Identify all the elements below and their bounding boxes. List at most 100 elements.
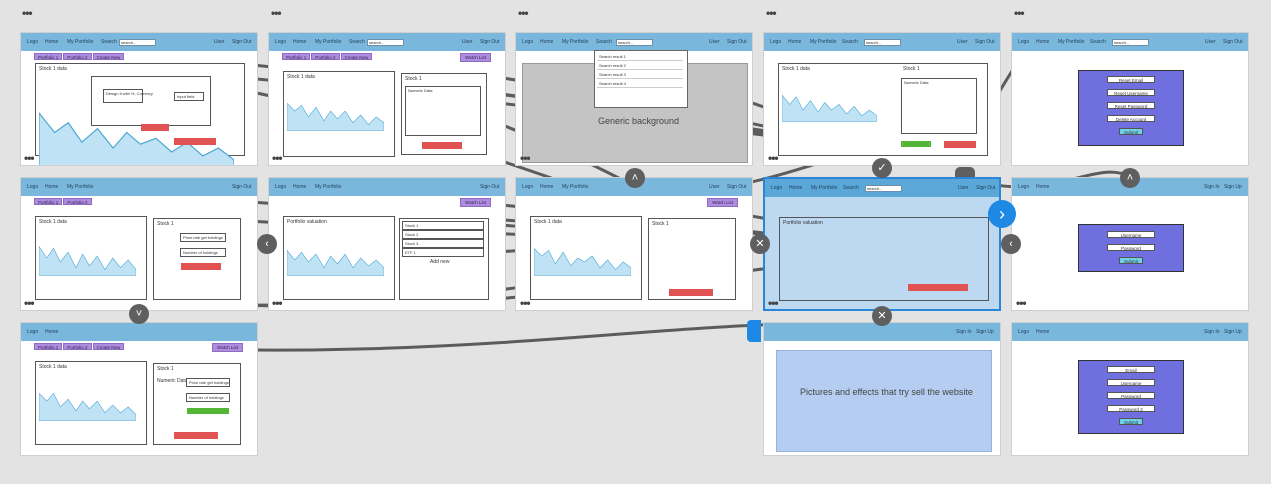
nav-user[interactable]: User [957,39,968,45]
submit-button[interactable]: Submit [1119,418,1143,425]
tab-portfolio-2[interactable]: Portfolio 2 [311,53,340,60]
tab-portfolio-1[interactable]: Portfolio 1 [34,198,63,205]
cancel-button[interactable] [141,124,169,131]
frame-menu-icon[interactable]: ••• [768,151,779,165]
frame-menu-icon[interactable]: ••• [272,296,283,310]
nav-logo[interactable]: Logo [522,39,534,45]
frame-menu-icon[interactable]: ••• [272,151,283,165]
nav-home[interactable]: Home [45,39,59,45]
search-result-item[interactable]: Search result 2 [597,62,683,70]
nav-user[interactable]: User [462,39,473,45]
frame-portfolio-numeric[interactable]: Logo Home My Portfolio Search search... … [268,32,506,166]
nav-user[interactable]: User [958,185,969,191]
search-input[interactable]: search... [367,39,404,46]
nav-logo[interactable]: Logo [275,39,287,45]
nav-portfolio[interactable]: My Portfolio [67,184,94,190]
nav-portfolio[interactable]: My Portfolio [315,184,342,190]
search-input[interactable]: search... [864,39,901,46]
tab-watch-list[interactable]: Watch List [707,198,738,207]
nav-user[interactable]: User [1205,39,1216,45]
frame-landing[interactable]: Sign In Sign Up Pictures and effects tha… [763,322,1001,456]
form-button[interactable]: Password 2 [1107,405,1155,412]
search-input[interactable]: search... [1112,39,1149,46]
frame-holdings-form[interactable]: Logo Home My Portfolio Sign Out Portfoli… [20,177,258,311]
action-button[interactable] [422,142,462,149]
holding-row[interactable]: Stock 1 [402,221,484,230]
nav-portfolio[interactable]: My Portfolio [562,184,589,190]
nav-sign-up[interactable]: Sign Up [1224,184,1242,190]
tab-portfolio-2[interactable]: Portfolio 2 [63,53,92,60]
search-result-item[interactable]: Search result 4 [597,80,683,88]
nav-user[interactable]: User [214,39,225,45]
tab-create-new[interactable]: Create New [92,343,125,350]
frame-menu-icon[interactable]: ••• [1016,296,1027,310]
frame-menu-icon[interactable]: ••• [24,296,35,310]
form-button[interactable]: Username [1107,379,1155,386]
collapse-icon[interactable]: ✕ [872,306,892,326]
frame-menu-icon[interactable]: ••• [22,6,33,20]
sell-button[interactable] [944,141,976,148]
frame-menu-icon[interactable]: ••• [271,6,282,20]
chevron-down-icon[interactable]: ˅ [129,304,149,324]
nav-sign-up[interactable]: Sign Up [1224,329,1242,335]
holding-row[interactable]: ETF 1 [402,248,484,257]
search-result-item[interactable]: Search result 3 [597,71,683,79]
nav-sign-out[interactable]: Sign Out [232,39,252,45]
nav-sign-in[interactable]: Sign In [1204,184,1220,190]
nav-logo[interactable]: Logo [770,39,782,45]
nav-portfolio[interactable]: My Portfolio [811,185,838,191]
frame-menu-icon[interactable]: ••• [768,296,779,310]
tab-portfolio-1[interactable]: Portfolio 1 [34,53,63,60]
frame-selected-portfolio[interactable]: Logo Home My Portfolio Search search... … [763,177,1001,311]
nav-sign-out[interactable]: Sign Out [480,184,500,190]
input-field[interactable]: Input field [174,92,204,101]
frame-stock-compare[interactable]: Logo Home My Portfolio User Sign Out Wat… [515,177,753,311]
chevron-up-icon[interactable]: ˄ [1120,168,1140,188]
frame-holdings-confirm[interactable]: Logo Home Portfolio 1 Portfolio 2 Create… [20,322,258,456]
frame-account-settings[interactable]: Logo Home My Portfolio Search search... … [1011,32,1249,166]
price-rate-field[interactable]: Price rate get holdings [186,378,230,387]
frame-menu-icon[interactable]: ••• [24,151,35,165]
nav-logo[interactable]: Logo [1018,329,1030,335]
frame-portfolio-valuation[interactable]: Logo Home My Portfolio Sign Out Watch Li… [268,177,506,311]
nav-logo[interactable]: Logo [275,184,287,190]
nav-sign-out[interactable]: Sign Out [975,39,995,45]
nav-portfolio[interactable]: My Portfolio [810,39,837,45]
form-button[interactable]: Delete Account [1107,115,1155,122]
confirm-button[interactable] [174,138,216,145]
price-rate-field[interactable]: Price rate get holdings [180,233,226,242]
nav-portfolio[interactable]: My Portfolio [315,39,342,45]
nav-logo[interactable]: Logo [771,185,783,191]
submit-button[interactable] [181,263,221,270]
add-new-button[interactable]: Add new [430,259,450,265]
nav-portfolio[interactable]: My Portfolio [562,39,589,45]
holdings-field[interactable]: Number of holdings [186,393,230,402]
tab-create-new[interactable]: Create New [340,53,373,60]
frame-portfolio-currency[interactable]: Logo Home My Portfolio Search search... … [20,32,258,166]
chevron-up-icon[interactable]: ˄ [625,168,645,188]
form-button[interactable]: Username [1107,231,1155,238]
tab-watch-list[interactable]: Watch List [212,343,243,352]
frame-stock-detail[interactable]: Logo Home My Portfolio Search search... … [763,32,1001,166]
nav-sign-out[interactable]: Sign Out [480,39,500,45]
submit-button[interactable]: Submit [1119,257,1143,264]
form-button[interactable]: Email [1107,366,1155,373]
search-input[interactable]: search... [865,185,902,192]
nav-home[interactable]: Home [1036,184,1050,190]
form-button[interactable]: Reset Username [1107,89,1155,96]
next-arrow-icon[interactable]: › [988,200,1016,228]
nav-sign-out[interactable]: Sign Out [976,185,996,191]
collapse-icon[interactable]: ✕ [750,234,770,254]
nav-logo[interactable]: Logo [27,329,39,335]
cancel-button[interactable] [174,432,218,439]
confirm-button[interactable] [187,408,229,414]
nav-portfolio[interactable]: My Portfolio [67,39,94,45]
nav-portfolio[interactable]: My Portfolio [1058,39,1085,45]
nav-sign-in[interactable]: Sign In [1204,329,1220,335]
nav-user[interactable]: User [709,184,720,190]
nav-sign-out[interactable]: Sign Out [232,184,252,190]
tab-watch-list[interactable]: Watch List [460,198,491,207]
tab-create-new[interactable]: Create New [92,53,125,60]
nav-home[interactable]: Home [540,184,554,190]
